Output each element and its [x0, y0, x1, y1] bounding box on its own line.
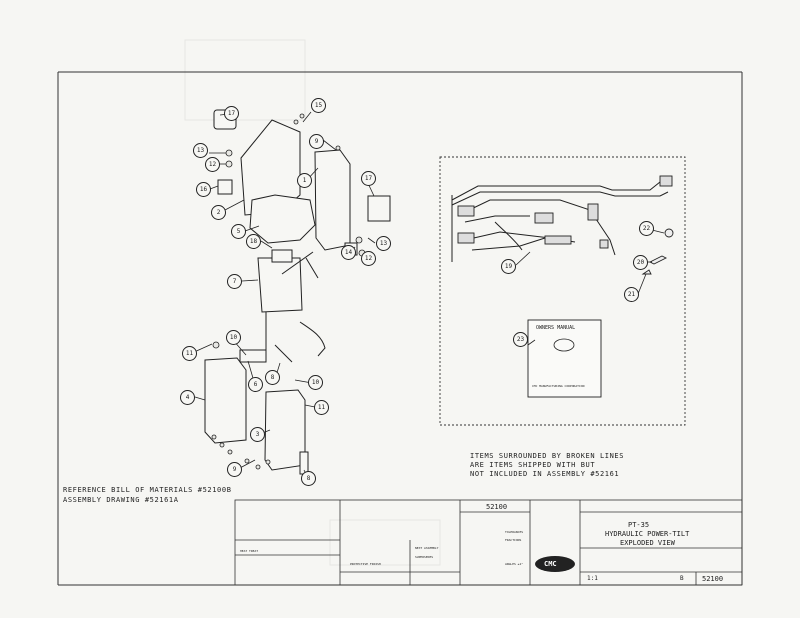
title-block-frame — [234, 499, 743, 586]
callout-balloon: 20 — [633, 255, 648, 270]
callout-balloon: 10 — [226, 330, 241, 345]
callout-balloon: 10 — [308, 375, 323, 390]
tolerances-label: TOLERANCES — [505, 530, 524, 534]
drawing-title-line2: HYDRAULIC POWER-TILT — [605, 530, 690, 538]
note-shipped-line1: ITEMS SURROUNDED BY BROKEN LINES — [470, 452, 625, 460]
power-tilt-parts — [204, 109, 391, 475]
callout-balloon: 7 — [227, 274, 242, 289]
owners-manual-drawing — [527, 319, 602, 398]
angles-label: ANGLES ±1° — [505, 562, 524, 566]
callout-balloon: 2 — [211, 205, 226, 220]
callout-balloon: 4 — [180, 390, 195, 405]
drawing-title-line3: EXPLODED VIEW — [620, 539, 675, 547]
callout-balloon: 13 — [193, 143, 208, 158]
note-shipped-line2: ARE ITEMS SHIPPED WITH BUT — [470, 461, 596, 469]
scale-value: 1:1 — [587, 575, 598, 582]
bleed-through — [184, 39, 441, 566]
callout-balloon: 14 — [341, 245, 356, 260]
note-shipped-line3: NOT INCLUDED IN ASSEMBLY #52161 — [470, 470, 620, 478]
callout-balloon: 1 — [297, 173, 312, 188]
drawing-title-line1: PT-35 — [628, 521, 650, 529]
callout-balloon: 23 — [513, 332, 528, 347]
harness-connectors — [457, 175, 673, 249]
callout-balloon: 17 — [224, 106, 239, 121]
shipped-items-box — [439, 156, 686, 426]
callout-balloon: 8 — [301, 471, 316, 486]
callout-balloon: 21 — [624, 287, 639, 302]
title-block-top-number: 52100 — [486, 503, 508, 511]
callout-balloon: 9 — [227, 462, 242, 477]
fractions-label: FRACTIONS — [505, 538, 522, 542]
next-assembly-label: NEXT ASSEMBLY — [415, 546, 439, 550]
callout-balloon: 12 — [361, 251, 376, 266]
note-reference-line1: REFERENCE BILL OF MATERIALS #52100B — [63, 486, 232, 494]
callout-balloon: 5 — [231, 224, 246, 239]
manual-footer: CMC MANUFACTURING CORPORATION — [532, 384, 585, 388]
callout-balloon: 16 — [196, 182, 211, 197]
callout-balloon: 13 — [376, 236, 391, 251]
supersedes-label: SUPERSEDES — [415, 555, 434, 559]
callout-balloon: 18 — [246, 234, 261, 249]
size-value: B — [680, 575, 684, 582]
drawing-number: 52100 — [702, 575, 724, 583]
callout-balloon: 15 — [311, 98, 326, 113]
callout-balloon: 9 — [309, 134, 324, 149]
callout-balloon: 11 — [314, 400, 329, 415]
heat-treat-label: HEAT TREAT — [240, 549, 259, 553]
cmc-logo: CMC — [544, 560, 557, 568]
callout-balloon: 12 — [205, 157, 220, 172]
wiring-harness — [451, 177, 669, 262]
callout-balloon: 6 — [248, 377, 263, 392]
callout-balloon: 22 — [639, 221, 654, 236]
callout-balloon: 8 — [265, 370, 280, 385]
note-reference-line2: ASSEMBLY DRAWING #52161A — [63, 496, 179, 504]
protective-finish-label: PROTECTIVE FINISH — [350, 562, 381, 566]
callout-balloon: 19 — [501, 259, 516, 274]
callout-balloon: 3 — [250, 427, 265, 442]
small-hardware-shipped — [641, 228, 674, 275]
callout-balloon: 17 — [361, 171, 376, 186]
callout-balloon: 11 — [182, 346, 197, 361]
manual-title: OWNERS MANUAL — [536, 325, 576, 331]
cable-and-rods — [274, 251, 326, 363]
drawing-border — [57, 71, 743, 586]
title-logo — [535, 556, 575, 572]
